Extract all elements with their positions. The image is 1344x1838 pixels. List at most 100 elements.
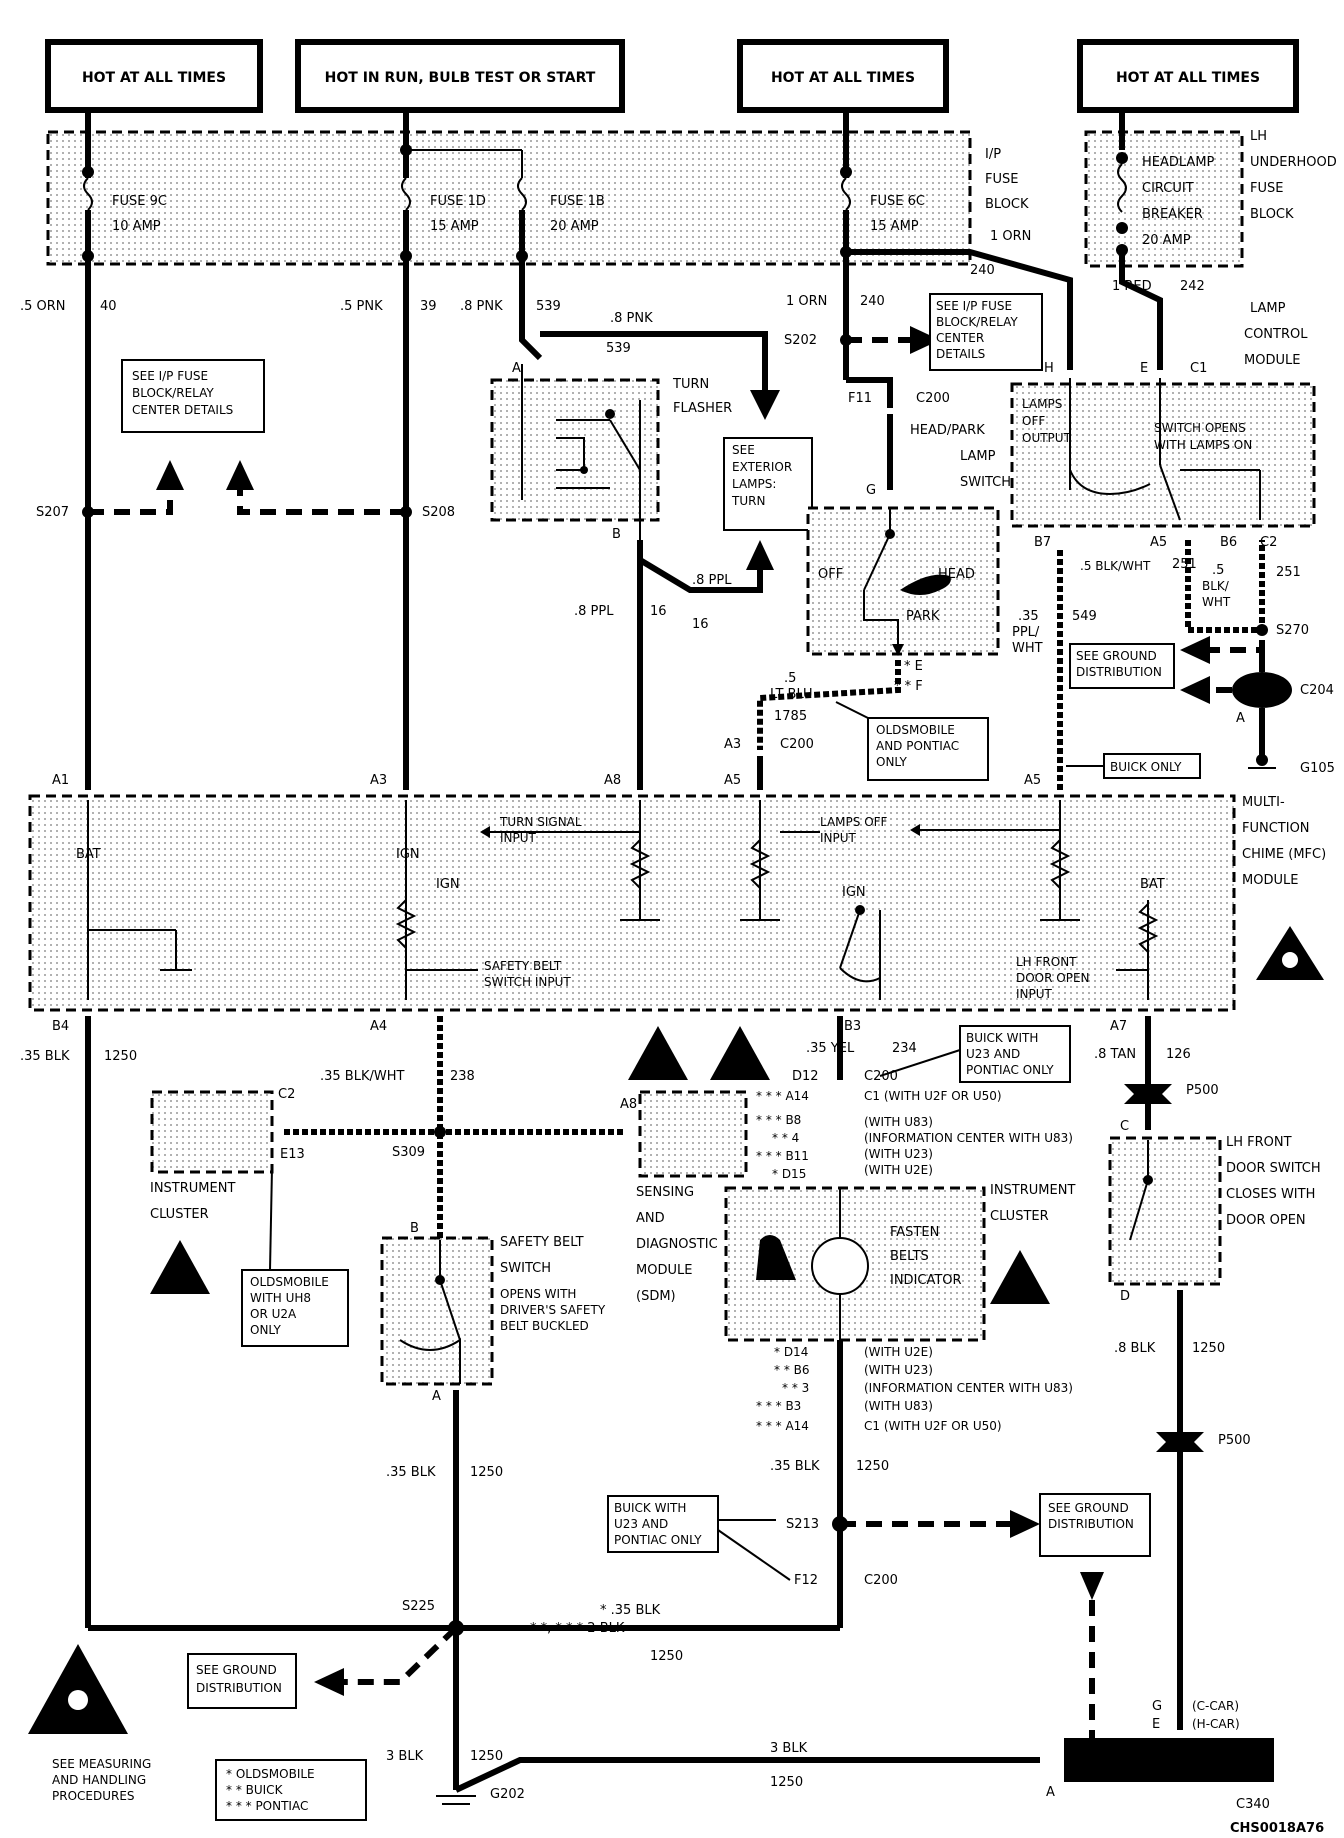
svg-text:C1: C1 — [1190, 361, 1207, 376]
main-wires: .5 ORN 40 .5 PNK 39 .8 PNK 539 .8 PNK 53… — [20, 265, 780, 790]
svg-text:OFF: OFF — [818, 567, 843, 582]
svg-text:CHIME (MFC): CHIME (MFC) — [1242, 847, 1326, 862]
svg-text:F11: F11 — [848, 391, 872, 406]
svg-text:* * * A14: * * * A14 — [756, 1419, 809, 1433]
svg-text:PARK: PARK — [906, 609, 940, 624]
svg-text:* * B6: * * B6 — [774, 1363, 810, 1377]
svg-text:MODULE: MODULE — [1242, 873, 1298, 888]
svg-text:240: 240 — [970, 263, 995, 278]
svg-text:A8: A8 — [620, 1097, 637, 1112]
svg-text:B7: B7 — [1034, 535, 1051, 550]
svg-text:C2: C2 — [278, 1087, 295, 1102]
svg-text:FUSE 1B: FUSE 1B — [550, 194, 605, 209]
svg-text:A3: A3 — [724, 737, 741, 752]
svg-text:.5 BLK/WHT: .5 BLK/WHT — [1080, 559, 1151, 573]
esd-measuring-note: SEE MEASURING AND HANDLING PROCEDURES — [28, 1644, 151, 1803]
svg-text:A: A — [1236, 711, 1245, 726]
svg-text:15 AMP: 15 AMP — [870, 219, 919, 234]
svg-text:S207: S207 — [36, 505, 69, 520]
svg-text:1250: 1250 — [770, 1775, 803, 1790]
svg-text:238: 238 — [450, 1069, 475, 1084]
svg-text:539: 539 — [536, 299, 561, 314]
svg-text:* * 4: * * 4 — [772, 1131, 799, 1145]
svg-text:LAMPS OFF: LAMPS OFF — [820, 815, 888, 829]
svg-text:FLASHER: FLASHER — [673, 401, 732, 416]
svg-text:SEE GROUND: SEE GROUND — [1048, 1501, 1129, 1515]
svg-text:1785: 1785 — [774, 709, 807, 724]
svg-text:EXTERIOR: EXTERIOR — [732, 460, 792, 474]
svg-text:FUSE 1D: FUSE 1D — [430, 194, 486, 209]
svg-text:16: 16 — [650, 604, 667, 619]
svg-text:CENTER DETAILS: CENTER DETAILS — [132, 403, 233, 417]
svg-text:AND: AND — [636, 1211, 665, 1226]
svg-text:A: A — [432, 1389, 441, 1404]
header-hot-at-all-times-1: HOT AT ALL TIMES — [45, 39, 263, 113]
svg-text:LH FRONT: LH FRONT — [1226, 1135, 1292, 1150]
svg-text:DRIVER'S SAFETY: DRIVER'S SAFETY — [500, 1303, 606, 1317]
svg-text:LAMPS:: LAMPS: — [732, 477, 776, 491]
svg-text:A7: A7 — [1110, 1019, 1127, 1034]
svg-text:A5: A5 — [1024, 773, 1041, 788]
svg-text:WITH LAMPS ON: WITH LAMPS ON — [1154, 438, 1252, 452]
svg-text:126: 126 — [1166, 1047, 1191, 1062]
svg-text:I/P: I/P — [985, 147, 1001, 162]
svg-text:WITH UH8: WITH UH8 — [250, 1291, 311, 1305]
svg-text:OFF: OFF — [1022, 414, 1045, 428]
svg-text:* * * B3: * * * B3 — [756, 1399, 801, 1413]
svg-text:CLOSES WITH: CLOSES WITH — [1226, 1187, 1315, 1202]
svg-text:INSTRUMENT: INSTRUMENT — [150, 1181, 235, 1196]
svg-text:C200: C200 — [916, 391, 950, 406]
svg-text:1250: 1250 — [104, 1049, 137, 1064]
svg-text:OUTPUT: OUTPUT — [1022, 431, 1072, 445]
svg-text:S208: S208 — [422, 505, 455, 520]
svg-text:B6: B6 — [1220, 535, 1237, 550]
svg-text:S309: S309 — [392, 1145, 425, 1160]
svg-text:MODULE: MODULE — [1244, 353, 1300, 368]
svg-text:C200: C200 — [864, 1573, 898, 1588]
svg-text:C1 (WITH U2F OR U50): C1 (WITH U2F OR U50) — [864, 1089, 1002, 1103]
svg-text:FASTEN: FASTEN — [890, 1225, 939, 1240]
svg-text:* * 3: * * 3 — [782, 1381, 809, 1395]
svg-text:(WITH U2E): (WITH U2E) — [864, 1163, 933, 1177]
svg-text:SWITCH INPUT: SWITCH INPUT — [484, 975, 571, 989]
svg-text:SEE GROUND: SEE GROUND — [196, 1663, 277, 1677]
svg-text:B4: B4 — [52, 1019, 69, 1034]
svg-text:S225: S225 — [402, 1599, 435, 1614]
svg-text:* * * A14: * * * A14 — [756, 1089, 809, 1103]
svg-text:E: E — [1152, 1717, 1160, 1732]
svg-text:BELT BUCKLED: BELT BUCKLED — [500, 1319, 589, 1333]
svg-text:(C-CAR): (C-CAR) — [1192, 1699, 1239, 1713]
esd-symbol-right — [1256, 926, 1324, 980]
svg-text:* E: * E — [904, 659, 923, 674]
svg-text:F12: F12 — [794, 1573, 818, 1588]
svg-text:BREAKER: BREAKER — [1142, 207, 1203, 222]
svg-text:LAMPS: LAMPS — [1022, 397, 1062, 411]
svg-text:U23 AND: U23 AND — [614, 1517, 668, 1531]
svg-text:SEE MEASURING: SEE MEASURING — [52, 1757, 151, 1771]
svg-text:B: B — [410, 1221, 419, 1236]
svg-text:INPUT: INPUT — [500, 831, 537, 845]
svg-text:SEE GROUND: SEE GROUND — [1076, 649, 1157, 663]
svg-text:SEE: SEE — [732, 443, 755, 457]
svg-text:1250: 1250 — [650, 1649, 683, 1664]
svg-text:C200: C200 — [780, 737, 814, 752]
svg-text:SAFETY BELT: SAFETY BELT — [500, 1235, 584, 1250]
svg-text:S270: S270 — [1276, 623, 1309, 638]
svg-text:BUICK WITH: BUICK WITH — [614, 1501, 686, 1515]
svg-text:FUNCTION: FUNCTION — [1242, 821, 1310, 836]
svg-text:S202: S202 — [784, 333, 817, 348]
svg-text:BLOCK: BLOCK — [985, 197, 1029, 212]
svg-text:HOT AT ALL TIMES: HOT AT ALL TIMES — [771, 70, 915, 86]
svg-text:DISTRIBUTION: DISTRIBUTION — [196, 1681, 282, 1695]
svg-text:TURN: TURN — [672, 377, 709, 392]
svg-text:DISTRIBUTION: DISTRIBUTION — [1076, 665, 1162, 679]
svg-text:ONLY: ONLY — [250, 1323, 282, 1337]
svg-text:D12: D12 — [792, 1069, 819, 1084]
svg-text:16: 16 — [692, 617, 709, 632]
svg-text:BLOCK/RELAY: BLOCK/RELAY — [936, 315, 1018, 329]
svg-text:LH: LH — [1250, 129, 1267, 144]
svg-text:* * * B8: * * * B8 — [756, 1113, 801, 1127]
svg-text:DOOR SWITCH: DOOR SWITCH — [1226, 1161, 1321, 1176]
svg-text:(WITH U23): (WITH U23) — [864, 1363, 933, 1377]
svg-text:.35 YEL: .35 YEL — [806, 1041, 855, 1056]
